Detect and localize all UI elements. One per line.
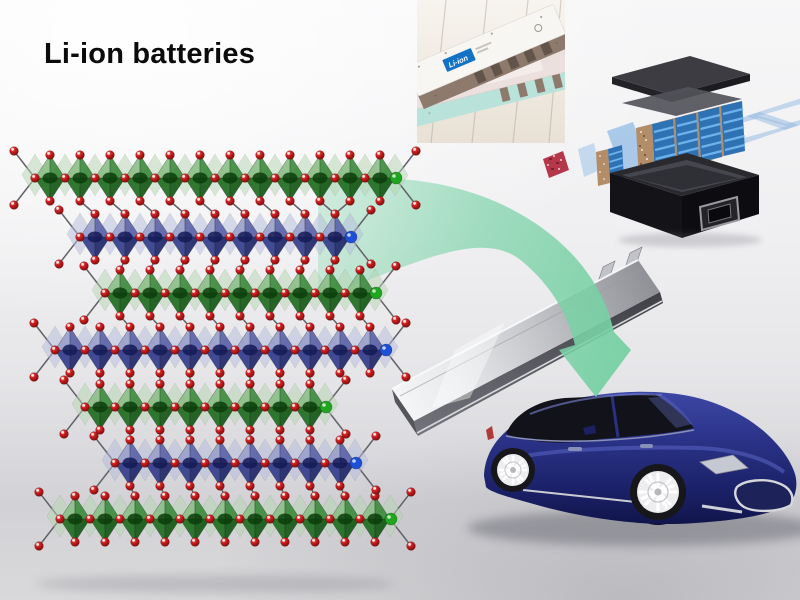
case-handle bbox=[698, 195, 741, 232]
door-handle bbox=[568, 447, 582, 451]
door-handle bbox=[640, 444, 653, 448]
pack-gasket bbox=[622, 87, 742, 116]
beltline-chrome bbox=[505, 429, 695, 442]
pouch-rim-highlight bbox=[391, 259, 639, 390]
car-wheel-rear bbox=[491, 448, 535, 492]
crystal-structure bbox=[9, 146, 421, 551]
crystal-shadow bbox=[35, 575, 395, 593]
battery-module-top: Li-ion bbox=[417, 4, 565, 110]
page-title: Li-ion batteries bbox=[44, 38, 256, 70]
bms-board bbox=[543, 151, 569, 178]
fog-light-strip bbox=[701, 504, 743, 514]
headlight bbox=[699, 454, 749, 475]
electric-car bbox=[484, 391, 797, 525]
roof-highlight bbox=[529, 393, 663, 415]
pack-frame-far-right bbox=[746, 98, 800, 130]
battery-pack-exploded bbox=[543, 56, 800, 290]
front-grille bbox=[734, 479, 794, 513]
b-pillar bbox=[610, 395, 620, 438]
shoulder-highlight bbox=[494, 445, 786, 474]
pack-panel-far-left bbox=[578, 143, 600, 177]
pouch-sheen bbox=[432, 322, 505, 408]
taillight bbox=[486, 426, 494, 440]
car-wheel-front bbox=[630, 464, 686, 520]
li-ion-label-badge bbox=[442, 48, 476, 72]
module-logo-icon bbox=[534, 23, 543, 32]
side-mirror bbox=[583, 425, 596, 435]
pack-case bbox=[610, 153, 759, 290]
pouch-left-edge bbox=[392, 389, 418, 436]
battery-modules-photo: Li-ion Li-ion bbox=[417, 0, 565, 143]
green-arrow bbox=[318, 178, 631, 397]
rocker-chrome bbox=[522, 489, 637, 503]
windshield-reflection bbox=[648, 396, 692, 428]
